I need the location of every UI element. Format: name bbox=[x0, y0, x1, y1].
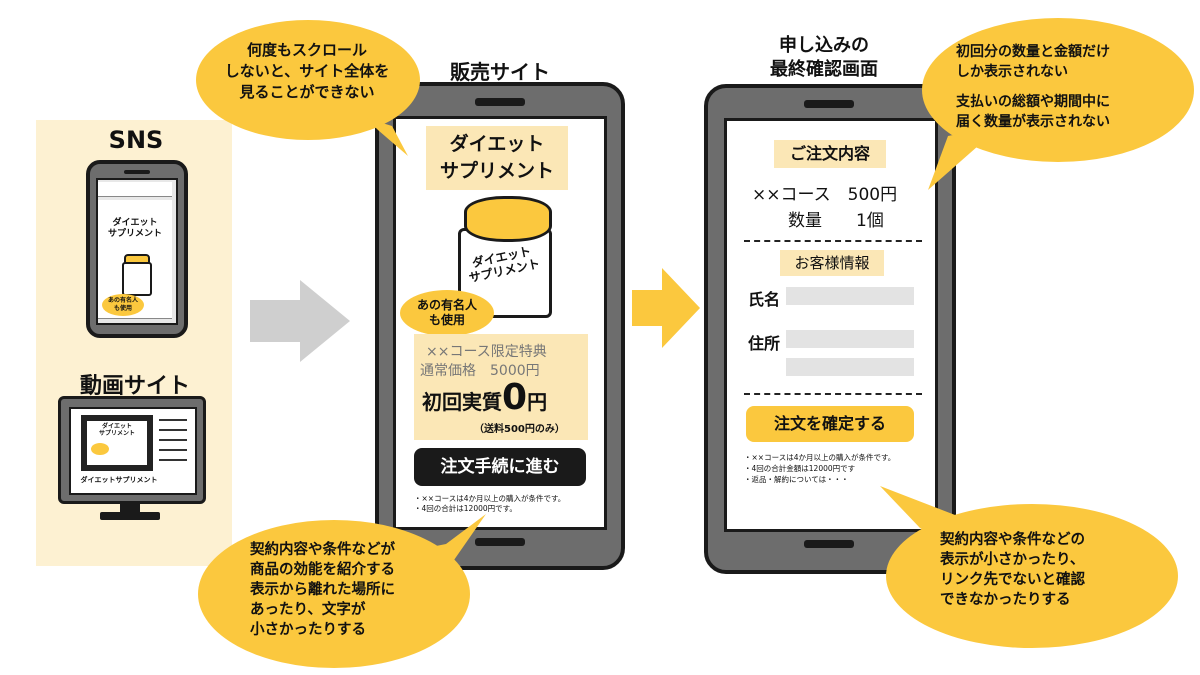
speech-bubble-top-right bbox=[922, 18, 1194, 190]
proceed-to-order-button[interactable]: 注文手続に進む bbox=[414, 448, 586, 486]
sns-badge: あの有名人 も使用 bbox=[102, 294, 144, 316]
arrow-right-gray-icon bbox=[250, 280, 350, 362]
video-product-text: ダイエット サプリメント bbox=[98, 423, 135, 437]
video-site-label: 動画サイト bbox=[79, 374, 190, 399]
speech-bubble-top-left bbox=[196, 20, 420, 156]
order-course-line: ××コース 500円 bbox=[752, 185, 898, 205]
offer-box bbox=[414, 334, 588, 440]
divider bbox=[744, 393, 922, 395]
bubble-text-initial-only: 初回分の数量と金額だけ しか表示されない bbox=[956, 44, 1110, 80]
order-quantity-line: 数量 1個 bbox=[788, 211, 884, 231]
speech-bubble-bottom-right bbox=[880, 486, 1178, 648]
customer-info-heading: お客様情報 bbox=[780, 250, 884, 276]
confirm-order-button[interactable]: 注文を確定する bbox=[746, 406, 914, 442]
address-field-1[interactable] bbox=[786, 330, 914, 348]
celebrity-badge: あの有名人 も使用 bbox=[400, 290, 494, 336]
sns-product-text: ダイエット サプリメント bbox=[107, 218, 162, 239]
sns-label: SNS bbox=[108, 126, 164, 154]
confirm-screen-label: 申し込みの 最終確認画面 bbox=[770, 35, 878, 80]
offer-line1: ××コース限定特典 bbox=[426, 344, 547, 360]
speech-bubble-bottom-left bbox=[198, 514, 486, 668]
sales-product-title: ダイエット サプリメント bbox=[426, 126, 568, 190]
bubble-text-small-or-linked: 契約内容や条件などの 表示が小さかったり、 リンク先でないと確認 できなかったり… bbox=[940, 532, 1085, 608]
arrow-right-yellow-icon bbox=[632, 268, 700, 348]
confirm-fineprint: ・××コースは4か月以上の購入が条件です。 ・4回の合計金額は12000円です … bbox=[744, 453, 896, 484]
order-details-heading: ご注文内容 bbox=[774, 140, 886, 168]
video-monitor: ダイエット サプリメント ダイエットサプリメント bbox=[58, 396, 206, 504]
bubble-text-total-missing: 支払いの総額や期間中に 届く数量が表示されない bbox=[956, 94, 1110, 130]
divider bbox=[744, 240, 922, 242]
bubble-text-separated-terms: 契約内容や条件などが 商品の効能を紹介する 表示から離れた場所に あったり、文字… bbox=[250, 542, 395, 638]
bubble-text-scroll: 何度もスクロール しないと、サイト全体を 見ることができない bbox=[224, 41, 390, 101]
offer-shipping: （送料500円のみ） bbox=[474, 424, 565, 435]
name-field[interactable] bbox=[786, 287, 914, 305]
offer-line2: 通常価格 5000円 bbox=[420, 363, 540, 379]
sales-site-label: 販売サイト bbox=[450, 60, 550, 84]
video-caption: ダイエットサプリメント bbox=[80, 476, 158, 484]
sales-fineprint: ・××コースは4か月以上の購入が条件です。 ・4回の合計は12000円です。 bbox=[414, 494, 566, 513]
sns-phone: ダイエット サプリメント あの有名人 も使用 bbox=[86, 160, 188, 338]
address-label: 住所 bbox=[748, 334, 781, 353]
address-field-2[interactable] bbox=[786, 358, 914, 376]
offer-main: 初回実質0円 bbox=[422, 377, 548, 418]
name-label: 氏名 bbox=[748, 290, 781, 309]
